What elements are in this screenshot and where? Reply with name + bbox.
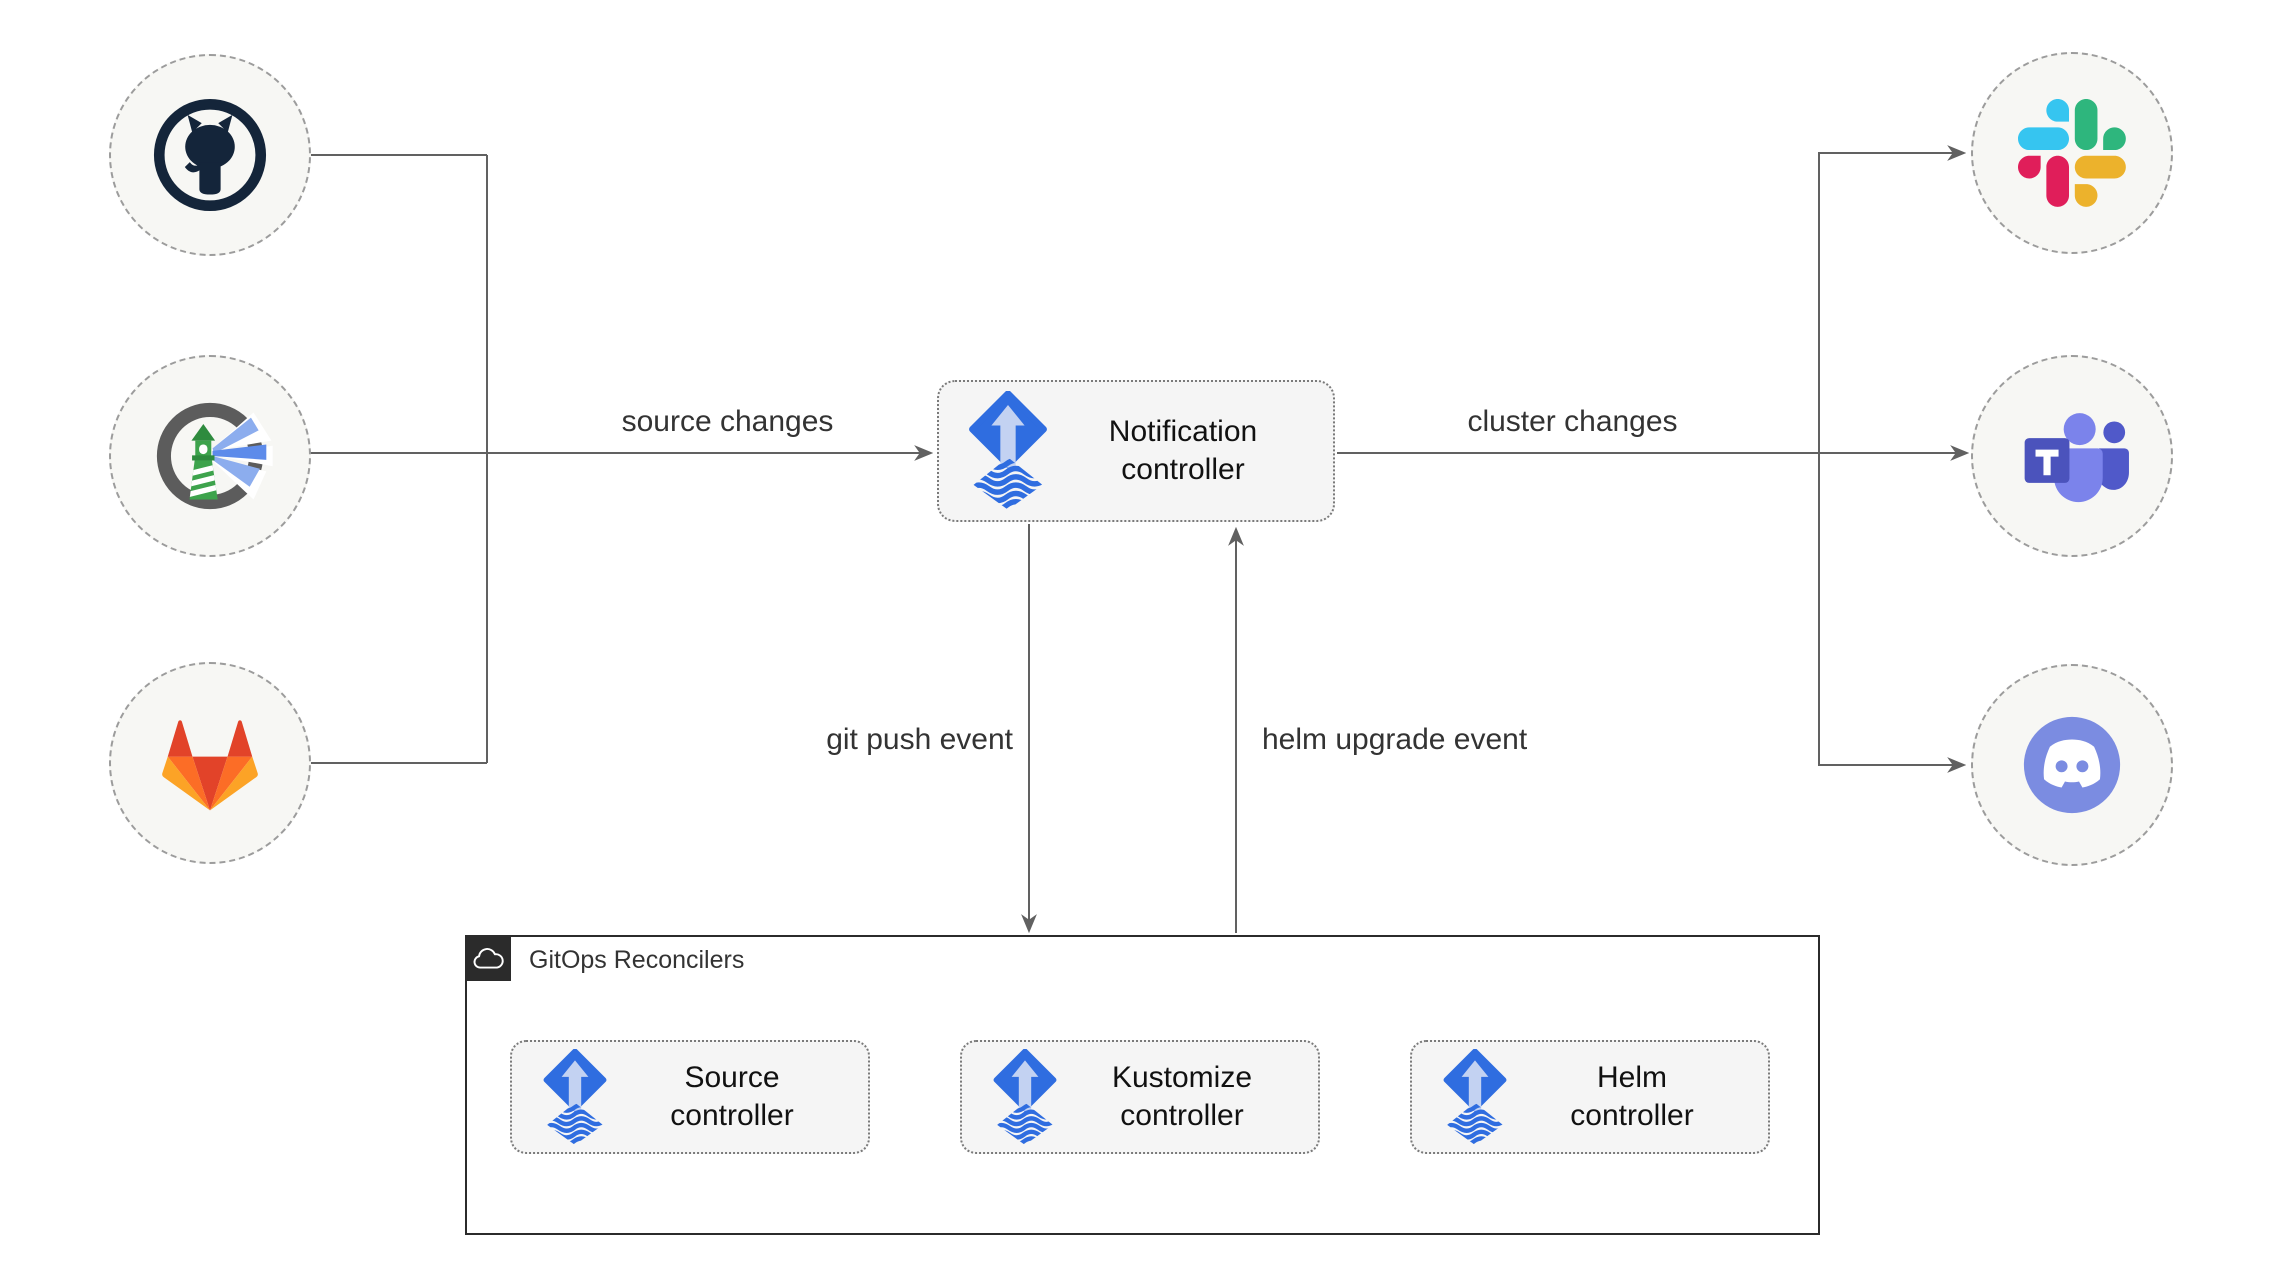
source-controller-label-line1: Source [684, 1061, 780, 1094]
node-helm-controller: Helm controller [1410, 1040, 1770, 1154]
flux-icon [1442, 1049, 1508, 1146]
node-harbor [109, 355, 311, 557]
notification-controller-label-line1: Notification [1108, 415, 1258, 448]
edge-label-source-changes: source changes [621, 405, 834, 438]
helm-controller-label: Helm controller [1508, 1059, 1756, 1135]
source-controller-label-line2: controller [670, 1099, 794, 1132]
node-discord [1971, 664, 2173, 866]
edge-slack-line [1818, 145, 1967, 453]
cloud-icon [471, 946, 505, 971]
gitops-badge [465, 935, 511, 981]
edge-label-git-push-event: git push event [826, 723, 1013, 756]
gitlab-icon [146, 699, 274, 827]
teams-icon [2008, 392, 2136, 520]
github-icon [151, 96, 269, 214]
helm-controller-label-line2: controller [1570, 1099, 1694, 1132]
kustomize-controller-label: Kustomize controller [1058, 1059, 1306, 1135]
flux-icon [992, 1049, 1058, 1146]
notification-controller-label-line2: controller [1121, 453, 1245, 486]
slack-icon [2018, 99, 2126, 207]
node-notification-controller: Notification controller [937, 380, 1335, 522]
kustomize-controller-label-line2: controller [1120, 1099, 1244, 1132]
harbor-icon [146, 392, 274, 520]
node-slack [1971, 52, 2173, 254]
node-microsoft-teams [1971, 355, 2173, 557]
node-github [109, 54, 311, 256]
node-source-controller: Source controller [510, 1040, 870, 1154]
discord-icon [2007, 700, 2137, 830]
edge-label-cluster-changes: cluster changes [1467, 405, 1678, 438]
edge-label-helm-upgrade-event: helm upgrade event [1262, 723, 1528, 756]
gitops-title: GitOps Reconcilers [529, 946, 745, 974]
flux-icon [967, 391, 1049, 511]
kustomize-controller-label-line1: Kustomize [1111, 1061, 1253, 1094]
flux-icon [542, 1049, 608, 1146]
notification-controller-label: Notification controller [1049, 413, 1317, 489]
node-gitlab [109, 662, 311, 864]
source-controller-label: Source controller [608, 1059, 856, 1135]
edge-discord-line [1818, 453, 1967, 773]
helm-controller-label-line1: Helm [1596, 1061, 1667, 1094]
node-kustomize-controller: Kustomize controller [960, 1040, 1320, 1154]
gitops-reconcilers-container: GitOps Reconcilers Source controller Kus… [465, 935, 1820, 1235]
